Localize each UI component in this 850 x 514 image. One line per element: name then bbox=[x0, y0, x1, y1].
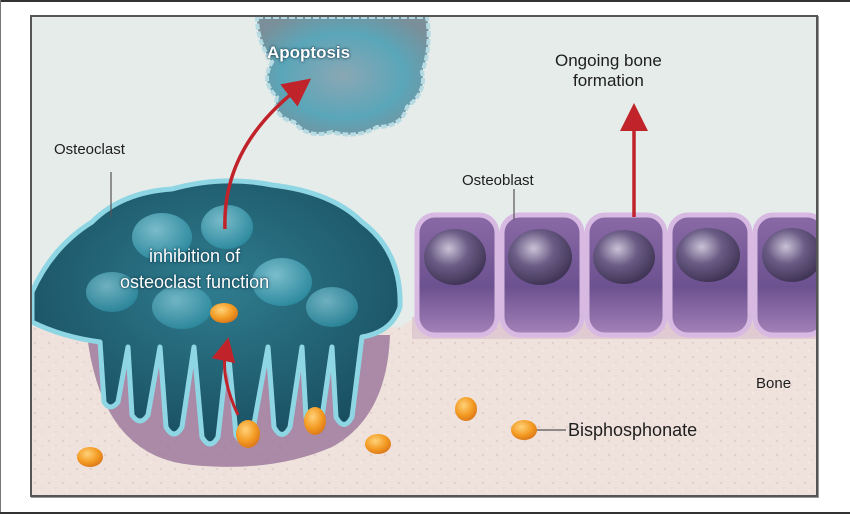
bisphosphonate-molecule bbox=[210, 303, 238, 323]
osteoclast-nucleus bbox=[306, 287, 358, 327]
ongoing-bone-formation-line1: Ongoing bone bbox=[555, 51, 662, 70]
osteoblast-cell bbox=[499, 212, 585, 338]
bisphosphonate-label: Bisphosphonate bbox=[568, 420, 698, 440]
bisphosphonate-molecule bbox=[304, 407, 326, 435]
inhibition-label: inhibition of osteoclast function bbox=[120, 243, 269, 295]
osteoblast-cell bbox=[752, 212, 816, 338]
apoptosis-label: Apoptosis bbox=[267, 43, 351, 62]
apoptosis-arrow bbox=[223, 78, 312, 230]
bisphosphonate-molecule bbox=[77, 447, 103, 467]
uptake-arrow bbox=[211, 337, 240, 416]
osteoblast-cell bbox=[414, 212, 500, 338]
osteoblast-row bbox=[414, 212, 816, 338]
bone-label: Bone bbox=[756, 375, 792, 392]
bisphosphonate-molecule bbox=[455, 397, 477, 421]
inhibition-line1: inhibition of bbox=[149, 246, 241, 266]
osteoblast-nucleus bbox=[424, 229, 486, 285]
osteoclast-nucleus bbox=[132, 213, 192, 261]
osteoclast-nucleus bbox=[252, 258, 312, 306]
osteoblast-nucleus bbox=[508, 229, 572, 285]
bisphosphonate-molecule bbox=[511, 420, 537, 440]
osteoblast-cell bbox=[667, 212, 753, 338]
bisphosphonate-molecule bbox=[236, 420, 260, 448]
osteoblast-nucleus bbox=[762, 228, 816, 282]
inhibition-line2: osteoclast function bbox=[120, 272, 270, 292]
outer-border-left bbox=[0, 0, 1, 514]
outer-border-bottom bbox=[0, 512, 850, 514]
osteoclast-label: Osteoclast bbox=[54, 141, 125, 158]
diagram-frame: Apoptosis Ongoing bone formation Osteocl… bbox=[30, 15, 818, 497]
osteoblast-cell bbox=[584, 212, 668, 338]
osteoblast-nucleus bbox=[676, 228, 740, 282]
apoptotic-cell bbox=[254, 17, 431, 137]
osteoclast-nucleus bbox=[86, 272, 138, 312]
osteoclast-nucleus bbox=[152, 285, 212, 329]
ongoing-bone-formation-label: Ongoing bone formation bbox=[555, 51, 662, 91]
outer-border-top bbox=[0, 0, 850, 2]
diagram-canvas bbox=[32, 17, 816, 495]
ongoing-bone-formation-line2: formation bbox=[572, 71, 644, 90]
osteoblast-label: Osteoblast bbox=[462, 172, 534, 189]
osteoblast-nucleus bbox=[593, 230, 655, 284]
bisphosphonate-molecule bbox=[365, 434, 391, 454]
osteoclast-nucleus bbox=[201, 205, 253, 249]
